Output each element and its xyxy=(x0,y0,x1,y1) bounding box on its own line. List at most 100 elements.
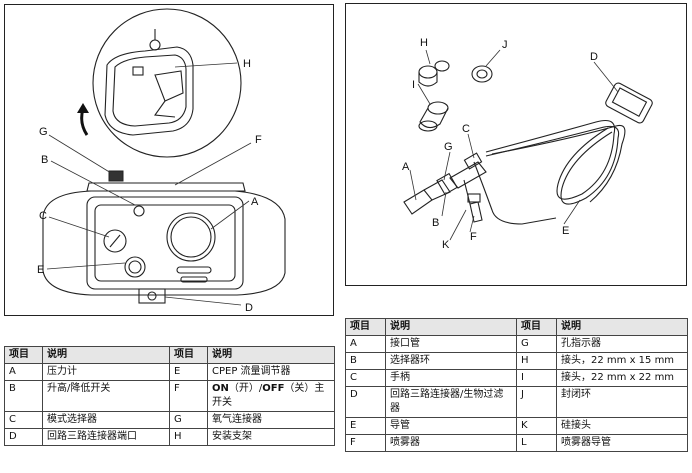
left-leader-lines xyxy=(46,62,252,306)
left-legend-table: 项目 说明 项目 说明 A 压力计 E CPEP 流量调节器 B 升高/降低开关… xyxy=(4,346,335,446)
item-code: K xyxy=(516,417,557,435)
callout-i-right: I xyxy=(412,79,415,91)
callout-c: C xyxy=(39,210,47,222)
item-code: A xyxy=(345,335,386,353)
callout-b-right: B xyxy=(432,217,439,229)
item-code: I xyxy=(516,369,557,387)
callout-k-right: K xyxy=(442,239,450,251)
circuit-illustration: H J I D G C A B K F E xyxy=(402,37,653,251)
header-item: 项目 xyxy=(516,318,557,336)
table-row: B 升高/降低开关 F ON（开）/OFF（关）主开关 xyxy=(4,380,335,412)
table-row: C 模式选择器 G 氧气连接器 xyxy=(4,411,335,429)
item-code: F xyxy=(169,380,208,412)
header-item: 项目 xyxy=(169,346,208,364)
item-code: E xyxy=(345,417,386,435)
header-desc: 说明 xyxy=(207,346,335,364)
device-front-illustration: H A B C E D F G xyxy=(37,8,286,314)
table-row: D 回路三路连接器端口 H 安装支架 xyxy=(4,428,335,446)
callout-e: E xyxy=(37,264,44,276)
callout-h: H xyxy=(243,58,251,70)
seal-ring-j-drawing xyxy=(471,65,493,83)
item-desc: 选择器环 xyxy=(385,352,517,370)
callout-f-right: F xyxy=(470,231,477,243)
item-code: G xyxy=(169,411,208,429)
item-desc: 喷雾器导管 xyxy=(556,434,688,452)
item-desc: 孔指示器 xyxy=(556,335,688,353)
item-desc: 封闭环 xyxy=(556,386,688,418)
item-desc: 接头，22 mm x 22 mm xyxy=(556,369,688,387)
header-desc: 说明 xyxy=(385,318,517,336)
item-desc: CPEP 流量调节器 xyxy=(207,363,335,381)
header-item: 项目 xyxy=(4,346,43,364)
callout-a-right: A xyxy=(402,161,410,173)
item-desc: 升高/降低开关 xyxy=(42,380,170,412)
mouthpiece-assembly-drawing xyxy=(403,152,487,223)
callout-f: F xyxy=(255,134,262,146)
table-row: D 回路三路连接器/生物过滤器 J 封闭环 xyxy=(345,386,688,418)
callout-g: G xyxy=(39,126,48,138)
on-label: ON xyxy=(212,383,229,394)
item-desc: 压力计 xyxy=(42,363,170,381)
item-desc: 接头，22 mm x 15 mm xyxy=(556,352,688,370)
device-body-drawing xyxy=(42,170,286,304)
item-code: C xyxy=(4,411,43,429)
item-desc: 导管 xyxy=(385,417,517,435)
callout-b: B xyxy=(41,154,48,166)
item-desc: 安装支架 xyxy=(207,428,335,446)
off-note: （关）主开关 xyxy=(212,383,325,408)
header-desc: 说明 xyxy=(556,318,688,336)
item-desc: 模式选择器 xyxy=(42,411,170,429)
right-circuit-diagram: H J I D G C A B K F E xyxy=(345,3,687,286)
callout-a: A xyxy=(251,196,259,208)
item-code: D xyxy=(345,386,386,418)
item-code: D xyxy=(4,428,43,446)
right-legend-table: 项目 说明 项目 说明 A 接口管 G 孔指示器 B 选择器环 H 接头，22 … xyxy=(345,318,688,452)
item-code: F xyxy=(345,434,386,452)
callout-g-right: G xyxy=(444,141,453,153)
right-leader-lines xyxy=(409,49,619,241)
item-code: H xyxy=(169,428,208,446)
item-code: B xyxy=(4,380,43,412)
table-row: C 手柄 I 接头，22 mm x 22 mm xyxy=(345,369,688,387)
table-row: A 压力计 E CPEP 流量调节器 xyxy=(4,363,335,381)
table-row: E 导管 K 硅接头 xyxy=(345,417,688,435)
header-desc: 说明 xyxy=(42,346,170,364)
item-desc: 回路三路连接器端口 xyxy=(42,428,170,446)
callout-h-right: H xyxy=(420,37,428,49)
tri-connector-d-drawing xyxy=(605,82,653,124)
item-desc: 接口管 xyxy=(385,335,517,353)
header-item: 项目 xyxy=(345,318,386,336)
connector-h-drawing xyxy=(418,60,450,87)
table-header-row: 项目 说明 项目 说明 xyxy=(345,318,688,336)
table-row: B 选择器环 H 接头，22 mm x 15 mm xyxy=(345,352,688,370)
off-label: OFF xyxy=(262,383,285,394)
tubing-e-drawing xyxy=(473,119,626,225)
item-desc-power-switch: ON（开）/OFF（关）主开关 xyxy=(207,380,335,412)
mounting-bracket-drawing xyxy=(104,29,194,136)
item-desc: 喷雾器 xyxy=(385,434,517,452)
callout-d-right: D xyxy=(590,51,598,63)
item-code: B xyxy=(345,352,386,370)
left-device-diagram: H A B C E D F G xyxy=(4,4,334,316)
callout-e-right: E xyxy=(562,225,569,237)
table-header-row: 项目 说明 项目 说明 xyxy=(4,346,335,364)
callout-j-right: J xyxy=(502,39,508,51)
item-desc: 硅接头 xyxy=(556,417,688,435)
table-row: F 喷雾器 L 喷雾器导管 xyxy=(345,434,688,452)
item-code: C xyxy=(345,369,386,387)
inset-magnifier-circle xyxy=(92,8,242,158)
item-code: H xyxy=(516,352,557,370)
item-desc: 手柄 xyxy=(385,369,517,387)
item-desc: 氧气连接器 xyxy=(207,411,335,429)
callout-c-right: C xyxy=(462,123,470,135)
table-row: A 接口管 G 孔指示器 xyxy=(345,335,688,353)
item-code: L xyxy=(516,434,557,452)
item-code: A xyxy=(4,363,43,381)
on-note: （开）/ xyxy=(228,383,263,394)
item-code: J xyxy=(516,386,557,418)
item-code: E xyxy=(169,363,208,381)
connector-i-drawing xyxy=(418,101,449,132)
item-code: G xyxy=(516,335,557,353)
callout-d: D xyxy=(245,302,253,314)
item-desc: 回路三路连接器/生物过滤器 xyxy=(385,386,517,418)
